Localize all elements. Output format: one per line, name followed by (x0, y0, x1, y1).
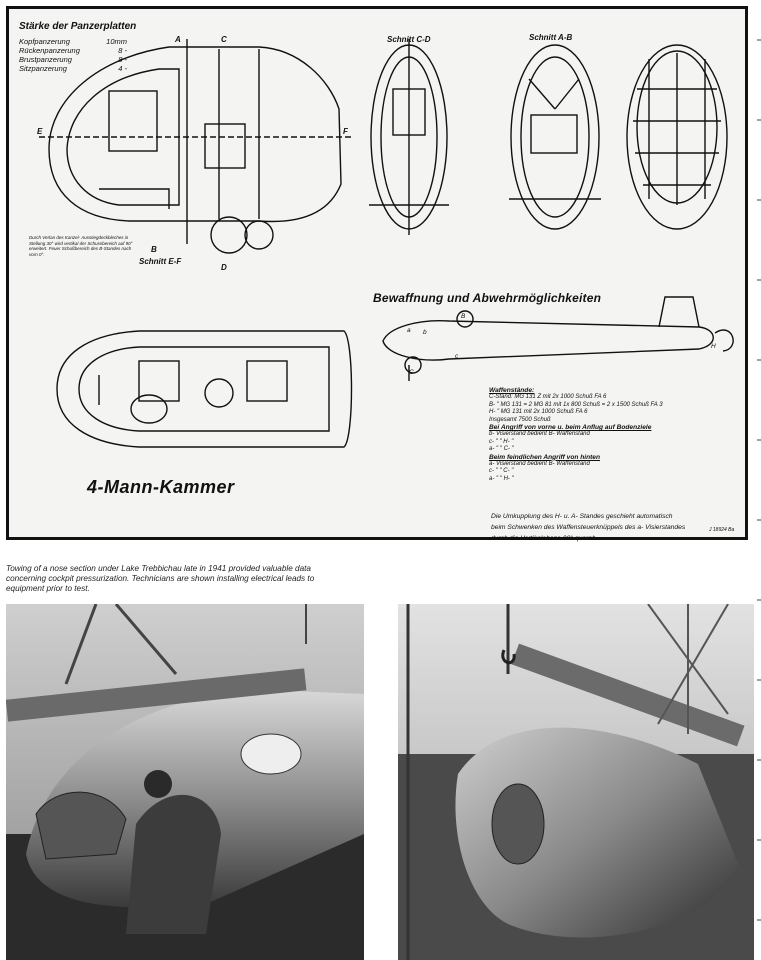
stations-row: B- " MG 131 = 2 MG 81 mit 1x 800 Schuß =… (489, 401, 663, 408)
chamber-title: 4-Mann-Kammer (87, 477, 235, 497)
photo-left-scene (6, 604, 364, 960)
aircraft-profile (382, 319, 714, 361)
label-a: A (175, 35, 181, 44)
page-edge-ticks (757, 39, 761, 921)
label-cut-ef: Schnitt E-F (139, 257, 182, 266)
coupling-line: durch die Vertikalebene 90° querab (491, 535, 596, 542)
label-b: B (151, 245, 157, 254)
photo-right-scene (398, 604, 754, 960)
photo-right (398, 604, 754, 960)
station-mark-h: H (711, 343, 716, 350)
front-attack-row: c- " " H- " (489, 438, 514, 445)
cockpit-drawings (39, 39, 734, 448)
photo-caption: Towing of a nose section under Lake Treb… (6, 564, 315, 593)
weapons-title: Bewaffnung und Abwehrmöglichkeiten (373, 291, 602, 305)
front-attack-row: a- " " C- " (489, 446, 514, 453)
section-ab-outline (510, 44, 600, 230)
label-e: E (37, 127, 43, 136)
label-c: C (221, 35, 227, 44)
coupling-line: beim Schwenken des Waffensteuerknüppels … (491, 524, 686, 531)
stations-row: H- " MG 131 mit 2x 1000 Schuß FA 6 (489, 409, 588, 416)
rear-attack-row: a- Visierstand bedient B- Waffenstand (489, 461, 590, 468)
armor-title: Stärke der Panzerplatten (19, 21, 137, 32)
coupling-line: Die Umkupplung des H- u. A- Standes gesc… (491, 513, 673, 520)
plan-view-outline (56, 330, 353, 448)
front-attack-heading: Bei Angriff von vorne u. beim Anflug auf… (489, 424, 652, 432)
station-mark-a: a (407, 327, 411, 334)
station-mark-big-b: B (461, 313, 466, 320)
coupling-note: Die Umkupplung des H- u. A- Standes gesc… (491, 511, 741, 544)
drawing-note: Durch Verlan des Kanzel- Ausstiegdeckble… (29, 235, 133, 257)
rear-frame-outline (626, 44, 728, 230)
rear-attack-heading: Beim feindlichen Angriff von hinten (489, 453, 600, 461)
station-mark-c: c (455, 353, 459, 360)
weapon-stations-legend: Waffenstände: C-Stand: MG 131 Z mit 2x 1… (489, 387, 739, 483)
label-cut-ab: Schnitt A-B (529, 33, 573, 42)
drawing-reference: J 18924 Ba (709, 527, 735, 533)
stations-row: C-Stand: MG 131 Z mit 2x 1000 Schuß FA 6 (489, 394, 607, 401)
side-view-outline (48, 46, 342, 223)
rear-attack-row: c- " " C- " (489, 468, 514, 475)
label-cut-cd: Schnitt C-D (387, 35, 431, 44)
front-attack-row: b- Visierstand bedient B- Waffenstand (489, 431, 590, 438)
rear-attack-row: a- " " H- " (489, 475, 514, 482)
stations-row: Insgesamt 7500 Schuß (489, 416, 551, 423)
stations-heading: Waffenstände: (489, 387, 535, 394)
label-f: F (343, 127, 348, 136)
station-mark-b: b (423, 329, 427, 336)
photo-left (6, 604, 364, 960)
station-mark-big-c: C (409, 369, 414, 376)
label-d: D (221, 263, 227, 272)
